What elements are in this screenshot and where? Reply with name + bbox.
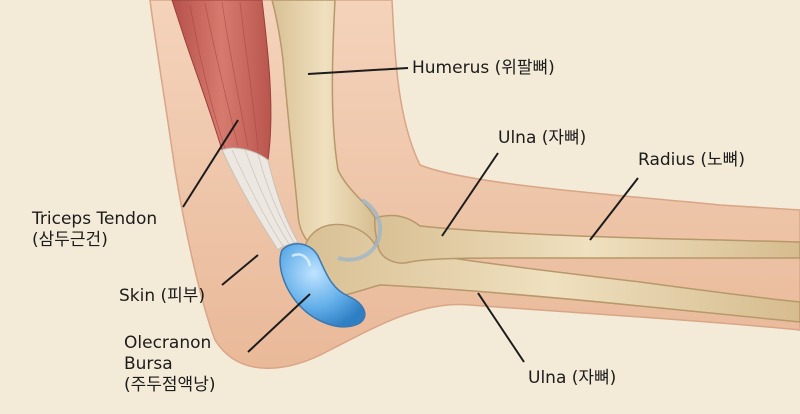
leader-humerus [307,67,409,75]
label-bursa-line1: Olecranon [124,333,212,353]
label-triceps-line1: Triceps Tendon [32,209,158,229]
bursa-highlight [291,253,312,267]
label-ulna-bottom: Ulna (자뼈) [528,368,617,388]
label-triceps-line2: (삼두근건) [32,230,108,250]
joint-cartilage [337,198,383,262]
leader-triceps [182,119,239,208]
leader-skin [221,254,259,286]
leader-bursa [247,293,311,353]
leader-lines [182,67,639,363]
label-radius: Radius (노뼈) [638,150,745,170]
label-ulna-top: Ulna (자뼈) [498,128,587,148]
label-humerus: Humerus (위팔뼈) [412,58,555,78]
label-bursa-line2: Bursa [124,354,173,374]
label-bursa-line3: (주두점액낭) [124,375,216,395]
leader-ulna-bottom [477,292,525,363]
label-triceps-tendon: Triceps Tendon (삼두근건) [32,209,157,251]
ulna-bone [303,223,800,323]
triceps-tendon [221,147,299,251]
olecranon-bursa [279,243,366,328]
tendon-fibers [231,149,295,247]
muscle-fibers [189,1,259,151]
label-olecranon-bursa: Olecranon Bursa (주두점액낭) [124,333,215,396]
leader-radius [589,177,639,241]
leader-ulna-top [441,152,499,237]
radius-bone [374,214,800,264]
label-skin: Skin (피부) [119,286,206,306]
